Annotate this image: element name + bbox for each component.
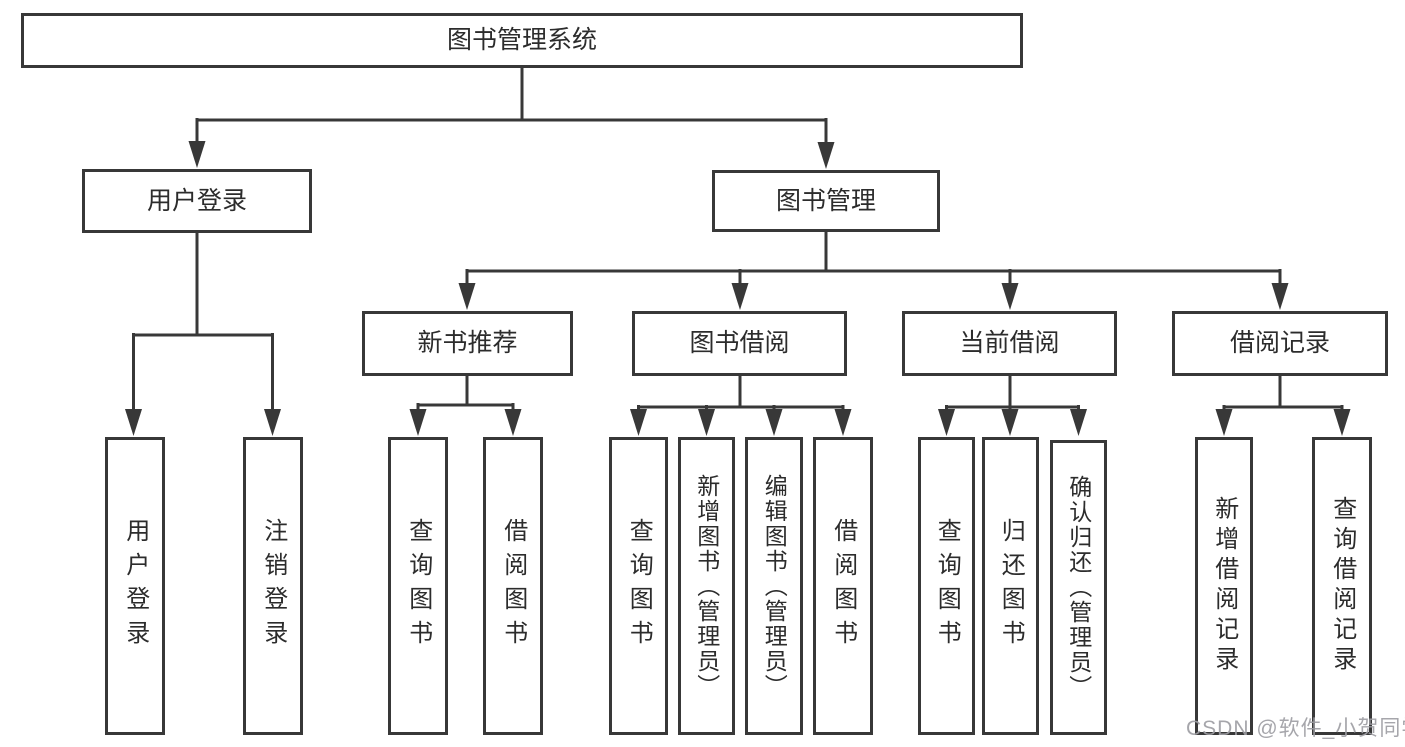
leaf-add-books-admin: 新增图书（管理员） xyxy=(678,437,735,735)
leaf-query-books-3-label: 查询图书 xyxy=(933,518,961,654)
leaf-borrow-books-1: 借阅图书 xyxy=(483,437,543,735)
node-book-borrowing-label: 图书借阅 xyxy=(689,329,790,358)
node-root-book-management-system: 图书管理系统 xyxy=(21,13,1023,68)
node-book-management-label: 图书管理 xyxy=(775,186,876,215)
node-user-login-label: 用户登录 xyxy=(146,186,247,215)
leaf-return-books: 归还图书 xyxy=(982,437,1039,735)
node-new-book-recommend: 新书推荐 xyxy=(362,311,573,376)
leaf-confirm-return-admin-label: 确认归还（管理员） xyxy=(1065,475,1092,700)
node-root-label: 图书管理系统 xyxy=(446,26,597,55)
leaf-query-borrow-record-label: 查询借阅记录 xyxy=(1328,496,1356,676)
leaf-query-books-2-label: 查询图书 xyxy=(625,518,653,654)
leaf-edit-books-admin-label: 编辑图书（管理员） xyxy=(761,473,788,699)
arrowheads xyxy=(125,141,1351,436)
leaf-query-books-1-label: 查询图书 xyxy=(404,518,432,654)
leaf-borrow-books-1-label: 借阅图书 xyxy=(499,518,527,654)
leaf-query-borrow-record: 查询借阅记录 xyxy=(1312,437,1372,735)
leaf-user-login-label: 用户登录 xyxy=(121,518,149,654)
leaf-add-borrow-record-label: 新增借阅记录 xyxy=(1210,496,1238,676)
leaf-return-books-label: 归还图书 xyxy=(997,518,1025,654)
node-new-book-recommend-label: 新书推荐 xyxy=(417,329,518,358)
node-book-borrowing: 图书借阅 xyxy=(632,311,847,376)
leaf-query-books-3: 查询图书 xyxy=(918,437,975,735)
node-current-borrowing: 当前借阅 xyxy=(902,311,1117,376)
leaf-add-books-admin-label: 新增图书（管理员） xyxy=(693,473,720,699)
leaf-confirm-return-admin: 确认归还（管理员） xyxy=(1050,440,1107,735)
leaf-query-books-1: 查询图书 xyxy=(388,437,448,735)
node-borrowing-records: 借阅记录 xyxy=(1172,311,1388,376)
node-borrowing-records-label: 借阅记录 xyxy=(1229,329,1330,358)
node-book-management: 图书管理 xyxy=(712,170,940,232)
csdn-watermark: CSDN @软件_小贺同学 xyxy=(1186,717,1405,740)
node-user-login: 用户登录 xyxy=(82,169,312,233)
leaf-logout-label: 注销登录 xyxy=(259,518,287,654)
connector-paths xyxy=(132,68,1344,414)
leaf-logout: 注销登录 xyxy=(243,437,303,735)
leaf-borrow-books-2: 借阅图书 xyxy=(813,437,873,735)
node-current-borrowing-label: 当前借阅 xyxy=(959,329,1060,358)
leaf-query-books-2: 查询图书 xyxy=(609,437,668,735)
leaf-borrow-books-2-label: 借阅图书 xyxy=(829,518,857,654)
leaf-add-borrow-record: 新增借阅记录 xyxy=(1195,437,1253,735)
leaf-edit-books-admin: 编辑图书（管理员） xyxy=(745,437,803,735)
leaf-user-login: 用户登录 xyxy=(105,437,165,735)
